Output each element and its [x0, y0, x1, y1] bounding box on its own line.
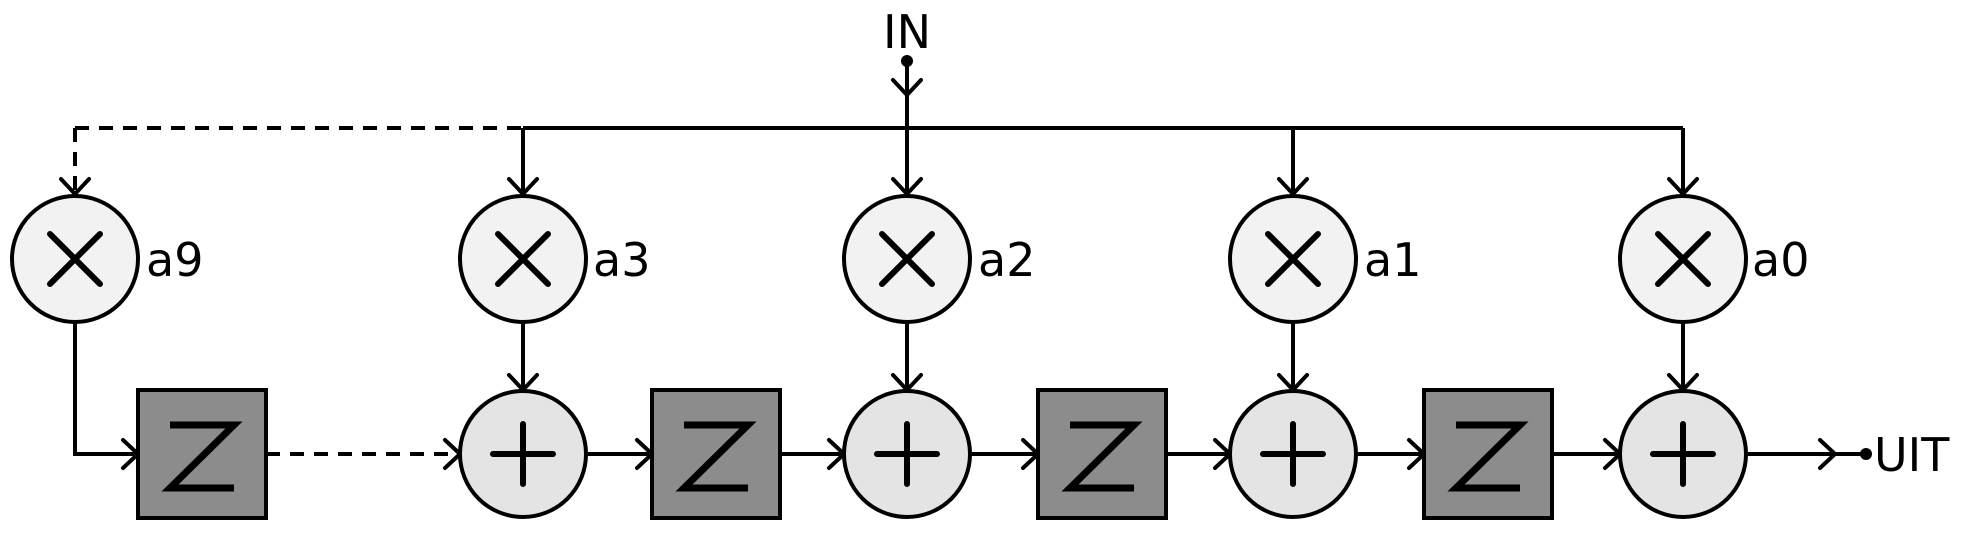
input-label: IN: [883, 5, 931, 59]
adder-a3-to-delay-2-arrow: [635, 438, 654, 470]
adder-a2: [842, 389, 972, 519]
coefficient-label-a3: a3: [593, 233, 650, 287]
output-label: UIT: [1874, 428, 1950, 482]
multiplier-a3: [458, 194, 588, 324]
delay-block-2: [650, 388, 782, 520]
input-arrowhead: [891, 78, 923, 97]
coefficient-label-a2: a2: [978, 233, 1035, 287]
multiplier-a2: [842, 194, 972, 324]
adder-a2-to-delay-3-arrow: [1021, 438, 1040, 470]
adder-a0: [1618, 389, 1748, 519]
multiplier-a1: [1228, 194, 1358, 324]
coefficient-label-a1: a1: [1364, 233, 1421, 287]
delay-block-4: [1422, 388, 1554, 520]
adder-a3: [458, 389, 588, 519]
coefficient-label-a0: a0: [1752, 233, 1809, 287]
adder-a1-to-delay-4-arrow: [1407, 438, 1426, 470]
multiplier-a0: [1618, 194, 1748, 324]
adder-a1: [1228, 389, 1358, 519]
multiplier-a9: [10, 194, 140, 324]
coefficient-label-a9: a9: [146, 233, 203, 287]
delay-block-3: [1036, 388, 1168, 520]
output-node: [1860, 448, 1872, 460]
delay-block-1: [136, 388, 268, 520]
a9-to-delay-wire: [73, 322, 138, 456]
output-arrow: [1818, 438, 1837, 470]
